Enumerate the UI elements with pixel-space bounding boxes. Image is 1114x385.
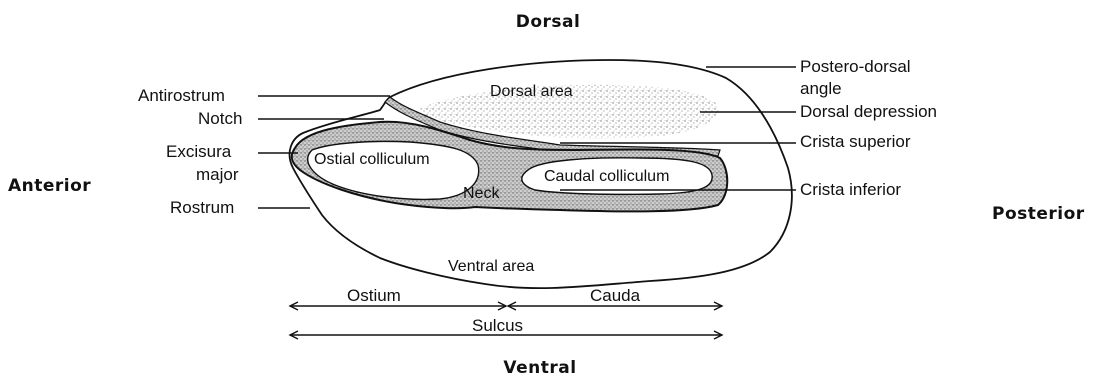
label-dorsal-depression: Dorsal depression	[800, 102, 937, 121]
orientation-anterior: Anterior	[8, 176, 91, 196]
label-ostium: Ostium	[347, 286, 401, 305]
label-excisura-line2: major	[196, 165, 239, 184]
label-ostial-colliculum: Ostial colliculum	[314, 151, 430, 168]
label-antirostrum: Antirostrum	[138, 86, 225, 105]
orientation-dorsal: Dorsal	[516, 12, 581, 32]
label-crista-inferior: Crista inferior	[800, 180, 901, 199]
label-caudal-colliculum: Caudal colliculum	[544, 168, 669, 185]
label-cauda: Cauda	[590, 286, 641, 305]
label-sulcus: Sulcus	[472, 316, 523, 335]
label-crista-superior: Crista superior	[800, 132, 911, 151]
label-postero-dorsal-line1: Postero-dorsal	[800, 57, 911, 76]
label-rostrum: Rostrum	[170, 198, 234, 217]
label-notch: Notch	[198, 109, 242, 128]
label-postero-dorsal-line2: angle	[800, 79, 842, 98]
orientation-posterior: Posterior	[992, 204, 1085, 224]
label-ventral-area: Ventral area	[448, 258, 534, 275]
label-dorsal-area: Dorsal area	[490, 83, 573, 100]
label-neck: Neck	[463, 185, 500, 202]
label-excisura-line1: Excisura	[166, 142, 232, 161]
orientation-ventral: Ventral	[503, 358, 576, 378]
